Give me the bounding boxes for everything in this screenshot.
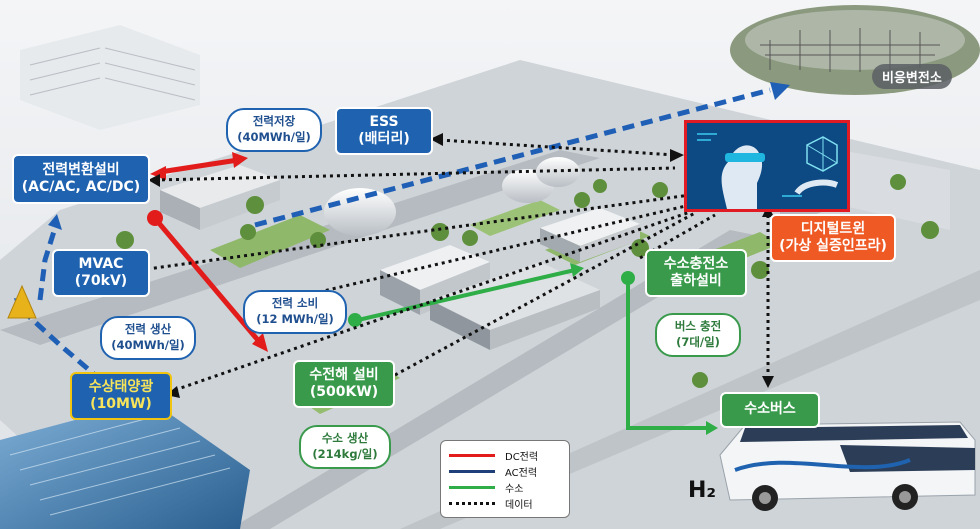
power-conversion-spec: (AC/AC, AC/DC) [21,179,141,195]
consumption-title: 전력 소비 [271,296,319,311]
legend-item-data: 데이터 [449,495,561,511]
production-title: 전력 생산 [124,322,172,337]
legend-swatch-ac [449,469,495,473]
mvac-spec: (70kV) [74,273,128,289]
legend-swatch-data [449,501,495,505]
ess-spec: (배터리) [358,131,410,147]
ess-title: ESS [369,113,399,130]
legend-label-h2: 수소 [505,483,524,495]
hydrogen-bus-illustration [719,421,976,511]
h2-bus-title: 수소버스 [744,401,796,418]
digital-twin-image [684,120,850,212]
h2-station-node: 수소충전소 출하설비 [645,249,747,297]
h2-bus-node: 수소버스 [720,392,820,428]
electrolysis-spec: (500KW) [309,384,379,400]
h2-production-bubble: 수소 생산 (214kg/일) [299,425,391,469]
ess-node: ESS (배터리) [335,107,433,155]
legend-swatch-dc [449,453,495,457]
legend-label-data: 데이터 [505,499,533,511]
legend-label-ac: AC전력 [505,467,538,479]
consumption-value: (12 MWh/일) [256,312,334,326]
h2-production-value: (214kg/일) [312,447,378,461]
solar-title: 수상태양광 [88,378,154,395]
legend: DC전력 AC전력 수소 데이터 [440,440,570,518]
h2-station-title: 수소충전소 [663,255,729,272]
bus-charge-value: (7대/일) [676,335,720,349]
power-conversion-title: 전력변환설비 [42,161,120,178]
digital-twin-spec: (가상 실증인프라) [779,238,887,254]
h2-station-spec: 출하설비 [670,273,722,289]
consumption-bubble: 전력 소비 (12 MWh/일) [243,290,347,334]
digital-twin-title: 디지털트윈 [800,220,866,237]
production-value: (40MWh/일) [111,338,185,352]
solar-node: 수상태양광 (10MW) [70,372,172,420]
power-conversion-node: 전력변환설비 (AC/AC, AC/DC) [12,154,150,204]
production-bubble: 전력 생산 (40MWh/일) [100,316,196,360]
storage-title: 전력저장 [252,114,296,129]
storage-value: (40MWh/일) [237,130,311,144]
solar-spec: (10MW) [90,396,152,412]
bus-charge-bubble: 버스 충전 (7대/일) [655,313,741,357]
electrolysis-title: 수전해 설비 [309,366,379,383]
storage-bubble: 전력저장 (40MWh/일) [226,108,322,152]
legend-swatch-h2 [449,485,495,489]
mvac-title: MVAC [78,255,124,272]
electrolysis-node: 수전해 설비 (500KW) [293,360,395,408]
mvac-node: MVAC (70kV) [52,249,150,297]
substation-label: 비응변전소 [872,64,952,89]
h2-production-title: 수소 생산 [321,431,369,446]
legend-label-dc: DC전력 [505,451,539,463]
legend-item-dc: DC전력 [449,447,561,463]
h2-mark: H₂ [688,478,717,503]
digital-twin-node: 디지털트윈 (가상 실증인프라) [770,214,896,262]
legend-item-h2: 수소 [449,479,561,495]
legend-item-ac: AC전력 [449,463,561,479]
digital-twin-figure-icon [687,123,847,209]
bus-charge-title: 버스 충전 [674,319,722,334]
